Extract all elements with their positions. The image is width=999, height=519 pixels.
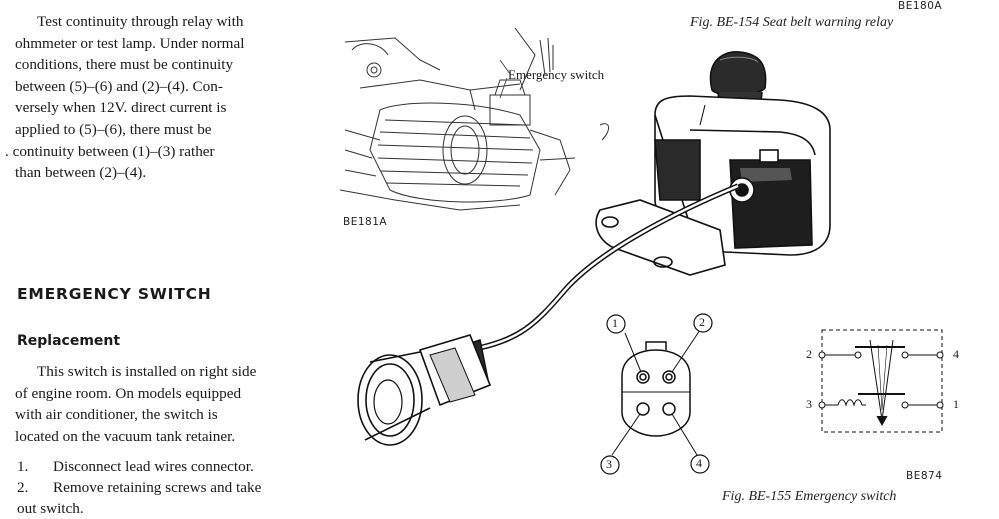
subheading: Replacement — [17, 333, 121, 349]
text-line: located on the vacuum tank retainer. — [15, 427, 236, 445]
intro-paragraph: Test continuity through relay with ohmme… — [5, 11, 305, 184]
step-item: out switch. — [17, 498, 307, 519]
connector-face-drawing — [611, 329, 701, 456]
step-number: 2. — [17, 479, 29, 496]
switch-schematic-drawing — [818, 329, 944, 433]
steps-list: 1. Disconnect lead wires connector. 2. Rem… — [17, 456, 307, 519]
text-line: versely when 12V. direct current is — [15, 99, 227, 117]
pin-label-circles — [600, 313, 713, 475]
terminal-label-4: 4 — [953, 347, 959, 361]
pin-label-2: 2 — [699, 315, 705, 329]
relay-drawing — [357, 50, 831, 446]
text-line: between (5)–(6) and (2)–(4). Con- — [15, 77, 223, 95]
pin-label-4: 4 — [696, 456, 702, 470]
section-heading: EMERGENCY SWITCH — [17, 285, 212, 303]
text-line: applied to (5)–(6), there must be — [15, 120, 212, 138]
pin-label-3: 3 — [606, 457, 612, 471]
terminal-label-3: 3 — [806, 397, 812, 411]
terminal-label-2: 2 — [806, 347, 812, 361]
step-item: 1. Disconnect lead wires connector. — [17, 456, 307, 477]
text-line: with air conditioner, the switch is — [15, 406, 218, 424]
relay-figure-code: BE180A — [898, 0, 943, 12]
terminal-label-1: 1 — [953, 397, 959, 411]
step-item: 2. Remove retaining screws and take — [17, 477, 307, 498]
step-text: out switch. — [17, 500, 84, 517]
schematic-figure-caption: Fig. BE-155 Emergency switch — [722, 489, 897, 504]
replacement-paragraph: This switch is installed on right side o… — [15, 361, 305, 447]
text-line: . continuity between (1)–(3) rather — [5, 142, 215, 160]
text-line: ohmmeter or test lamp. Under normal — [15, 34, 245, 52]
text-line: This switch is installed on right side — [37, 363, 257, 380]
emergency-switch-callout: Emergency switch — [508, 67, 605, 82]
engine-figure-code: BE181A — [343, 216, 388, 228]
step-text: Remove retaining screws and take — [53, 479, 262, 496]
text-line: Test continuity through relay with — [37, 13, 244, 30]
engine-compartment-drawing — [339, 27, 609, 211]
schematic-figure-code: BE874 — [906, 470, 943, 482]
pin-label-1: 1 — [612, 316, 618, 330]
text-line: conditions, there must be continuity — [15, 56, 234, 74]
relay-figure-caption: Fig. BE-154 Seat belt warning relay — [690, 15, 894, 30]
step-number: 1. — [17, 458, 29, 475]
step-text: Disconnect lead wires connector. — [53, 458, 254, 475]
text-line: of engine room. On models equipped — [15, 384, 242, 402]
text-line: than between (2)–(4). — [15, 164, 147, 182]
